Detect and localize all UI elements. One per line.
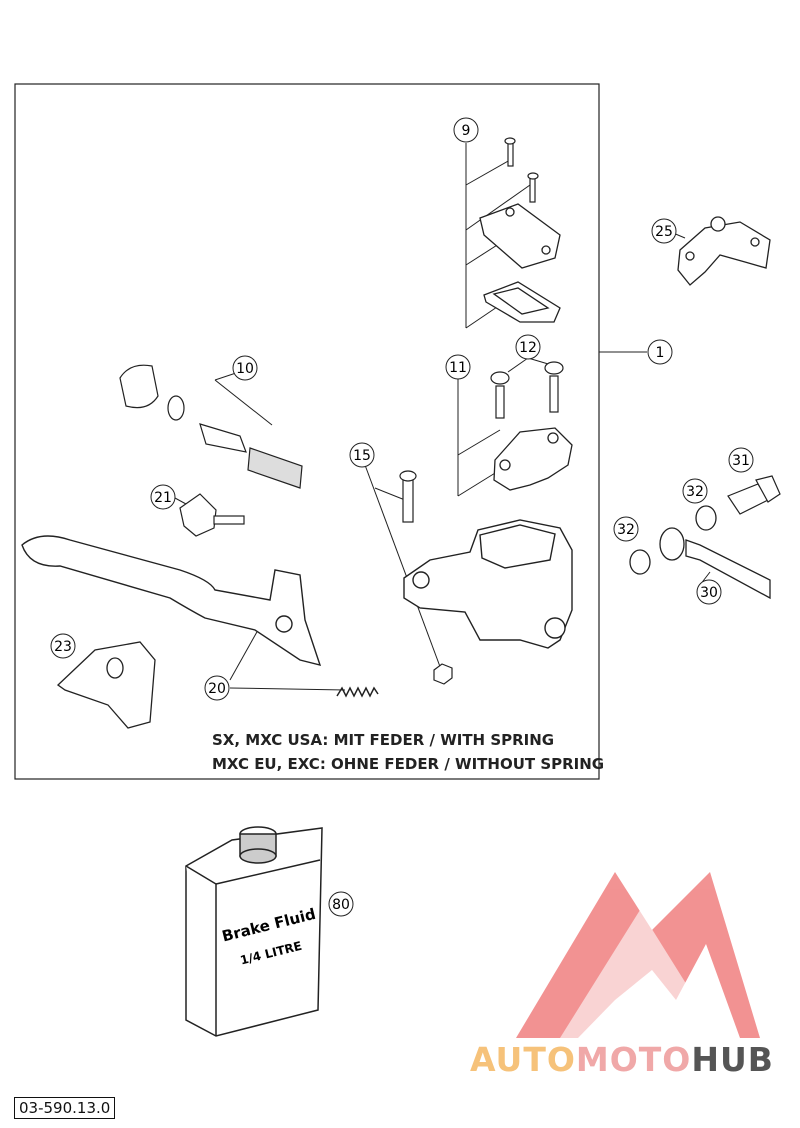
callout-9: 9 (453, 117, 479, 143)
watermark-part-moto: MOTO (575, 1040, 692, 1079)
banjo-bolt-part-31 (727, 475, 781, 515)
svg-text:31: 31 (732, 453, 750, 469)
clamp-part-25 (677, 216, 771, 286)
callouts: 1 9 10 11 12 15 20 21 23 25 30 31 32 32 … (50, 117, 754, 917)
svg-text:23: 23 (54, 639, 72, 655)
spring (336, 686, 379, 698)
callout-32a: 32 (682, 478, 708, 504)
svg-text:9: 9 (462, 123, 471, 139)
svg-text:10: 10 (236, 361, 254, 377)
watermark-logo (516, 872, 760, 1038)
watermark-part-auto: AUTO (470, 1040, 576, 1079)
brake-lever-part-20 (21, 535, 322, 666)
callout-80: 80 (328, 891, 354, 917)
callout-30: 30 (696, 579, 722, 605)
watermark-text: AUTOMOTOHUB (470, 1040, 774, 1079)
bolt-part-15 (399, 470, 453, 685)
reservoir-cover (479, 203, 561, 269)
callout-20: 20 (204, 675, 230, 701)
diaphragm (483, 281, 561, 323)
document-code: 03-590.13.0 (14, 1097, 116, 1119)
brake-hose-part-30 (659, 527, 771, 600)
note-without-spring: MXC EU, EXC: OHNE FEDER / WITHOUT SPRING (212, 755, 605, 773)
watermark-part-hub: HUB (691, 1040, 774, 1079)
svg-text:25: 25 (655, 224, 673, 240)
note-with-spring: SX, MXC USA: MIT FEDER / WITH SPRING (212, 731, 555, 749)
cover-part-23 (56, 641, 156, 729)
brake-fluid-bottle-part-80 (185, 826, 323, 1037)
callout-21: 21 (150, 484, 176, 510)
callout-label: 1 (656, 345, 665, 361)
svg-text:32: 32 (617, 522, 635, 538)
callout-23: 23 (50, 633, 76, 659)
callout-12: 12 (515, 334, 541, 360)
svg-text:32: 32 (686, 484, 704, 500)
callout-11: 11 (445, 354, 471, 380)
washer-part-32b (629, 549, 651, 575)
svg-text:12: 12 (519, 340, 537, 356)
master-cylinder-body (403, 519, 573, 649)
callout-32b: 32 (613, 516, 639, 542)
callout-10: 10 (232, 355, 258, 381)
callout-1: 1 (647, 339, 673, 365)
piston-kit-part-10 (119, 364, 303, 489)
svg-text:21: 21 (154, 490, 172, 506)
adjuster-part-21 (179, 493, 245, 537)
callout-15: 15 (349, 442, 375, 468)
svg-text:11: 11 (449, 360, 467, 376)
callout-25: 25 (651, 218, 677, 244)
clamp-part-11 (493, 427, 573, 491)
svg-text:15: 15 (353, 448, 371, 464)
washer-part-32 (695, 505, 717, 531)
svg-text:80: 80 (332, 897, 350, 913)
diagram-frame (14, 83, 600, 780)
callout-31: 31 (728, 447, 754, 473)
svg-text:30: 30 (700, 585, 718, 601)
screws-part-9 (504, 137, 539, 203)
bolts-part-12 (490, 361, 564, 419)
svg-text:20: 20 (208, 681, 226, 697)
